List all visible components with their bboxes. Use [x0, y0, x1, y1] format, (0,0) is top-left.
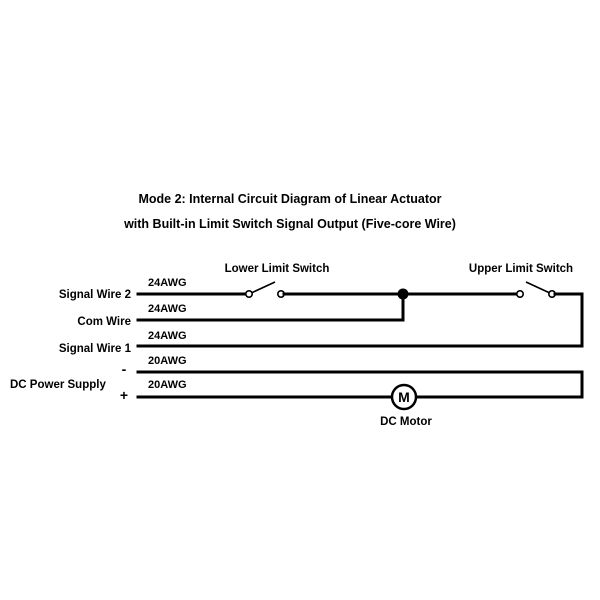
signal-wire-2-label: Signal Wire 2 — [59, 289, 131, 301]
diagram-title-line-2: with Built-in Limit Switch Signal Output… — [123, 217, 456, 231]
com-wire-label: Com Wire — [77, 316, 131, 328]
diagram-title-line-1: Mode 2: Internal Circuit Diagram of Line… — [138, 192, 441, 206]
signal-wire-1-gauge: 24AWG — [148, 330, 187, 342]
lower-switch-terminal-left — [245, 289, 254, 298]
signal-wire-1-label: Signal Wire 1 — [59, 343, 132, 355]
dc-power-supply-label: DC Power Supply — [10, 379, 106, 391]
dc-motor-symbol-letter: M — [398, 389, 410, 405]
com-wire-gauge: 24AWG — [148, 303, 187, 315]
power-minus-sign: - — [122, 361, 127, 377]
dc-motor-label: DC Motor — [380, 416, 432, 428]
power-plus-sign: + — [120, 387, 128, 403]
upper-switch-terminal-left — [515, 289, 524, 298]
power-minus-gauge: 20AWG — [148, 355, 187, 367]
upper-limit-switch-label: Upper Limit Switch — [469, 263, 573, 275]
dc-motor-symbol — [390, 383, 418, 411]
power-plus-gauge: 20AWG — [148, 379, 187, 391]
upper-switch-lever — [525, 281, 553, 295]
signal-wire-2-gauge: 24AWG — [148, 277, 187, 289]
lower-switch-lever — [248, 281, 276, 295]
lower-limit-switch-label: Lower Limit Switch — [225, 263, 330, 275]
